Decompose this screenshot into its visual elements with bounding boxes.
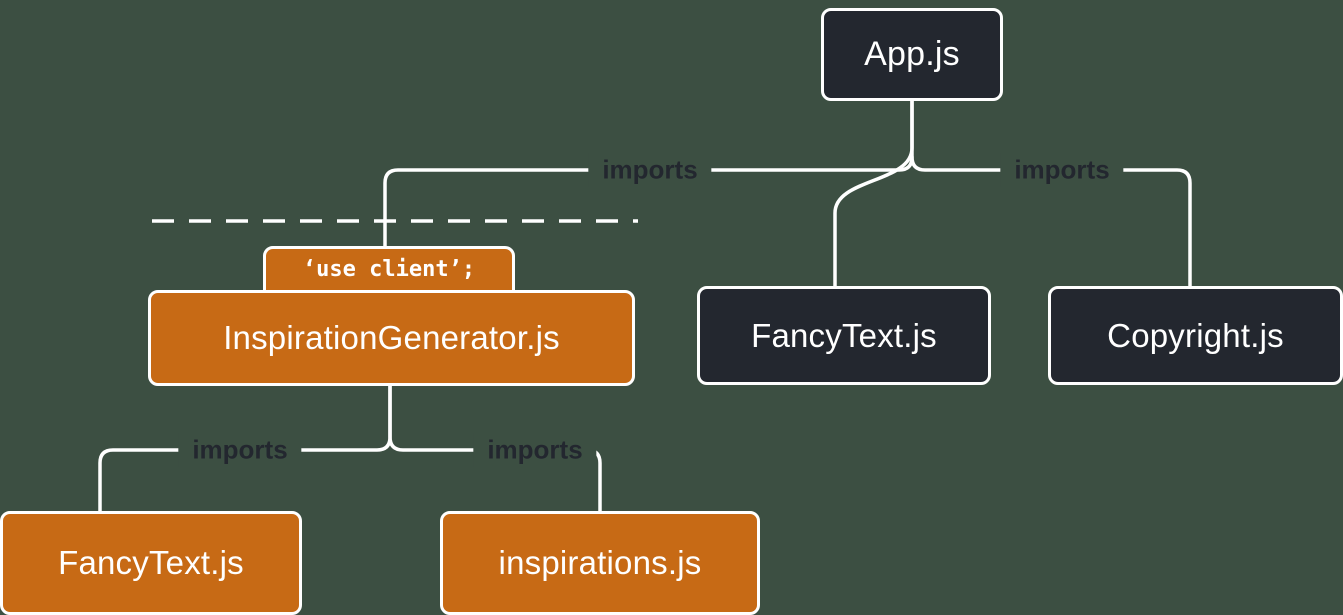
node-fancytext-js-server: FancyText.js xyxy=(697,286,991,385)
node-fancytext-js-server-label: FancyText.js xyxy=(751,316,937,354)
use-client-directive-text: ‘use client’; xyxy=(302,257,476,282)
node-copyright-js: Copyright.js xyxy=(1048,286,1343,385)
node-copyright-js-label: Copyright.js xyxy=(1107,316,1284,354)
node-app-js-label: App.js xyxy=(864,35,960,73)
node-inspirations-js-label: inspirations.js xyxy=(498,544,702,581)
node-inspirations-js: inspirations.js xyxy=(440,511,760,615)
edge-app-to-fancytext xyxy=(833,99,914,288)
node-app-js: App.js xyxy=(821,8,1003,101)
edge-label-imports-top-left: imports xyxy=(588,152,712,188)
node-fancytext-js-client: FancyText.js xyxy=(0,511,302,615)
node-inspirationgenerator-js-label: InspirationGenerator.js xyxy=(223,319,560,356)
node-fancytext-js-client-label: FancyText.js xyxy=(58,544,244,581)
edge-label-imports-top-right: imports xyxy=(1000,152,1124,188)
edge-label-imports-bottom-right: imports xyxy=(473,432,597,468)
node-inspirationgenerator-js: InspirationGenerator.js xyxy=(148,290,635,386)
edge-label-imports-bottom-left: imports xyxy=(178,432,302,468)
